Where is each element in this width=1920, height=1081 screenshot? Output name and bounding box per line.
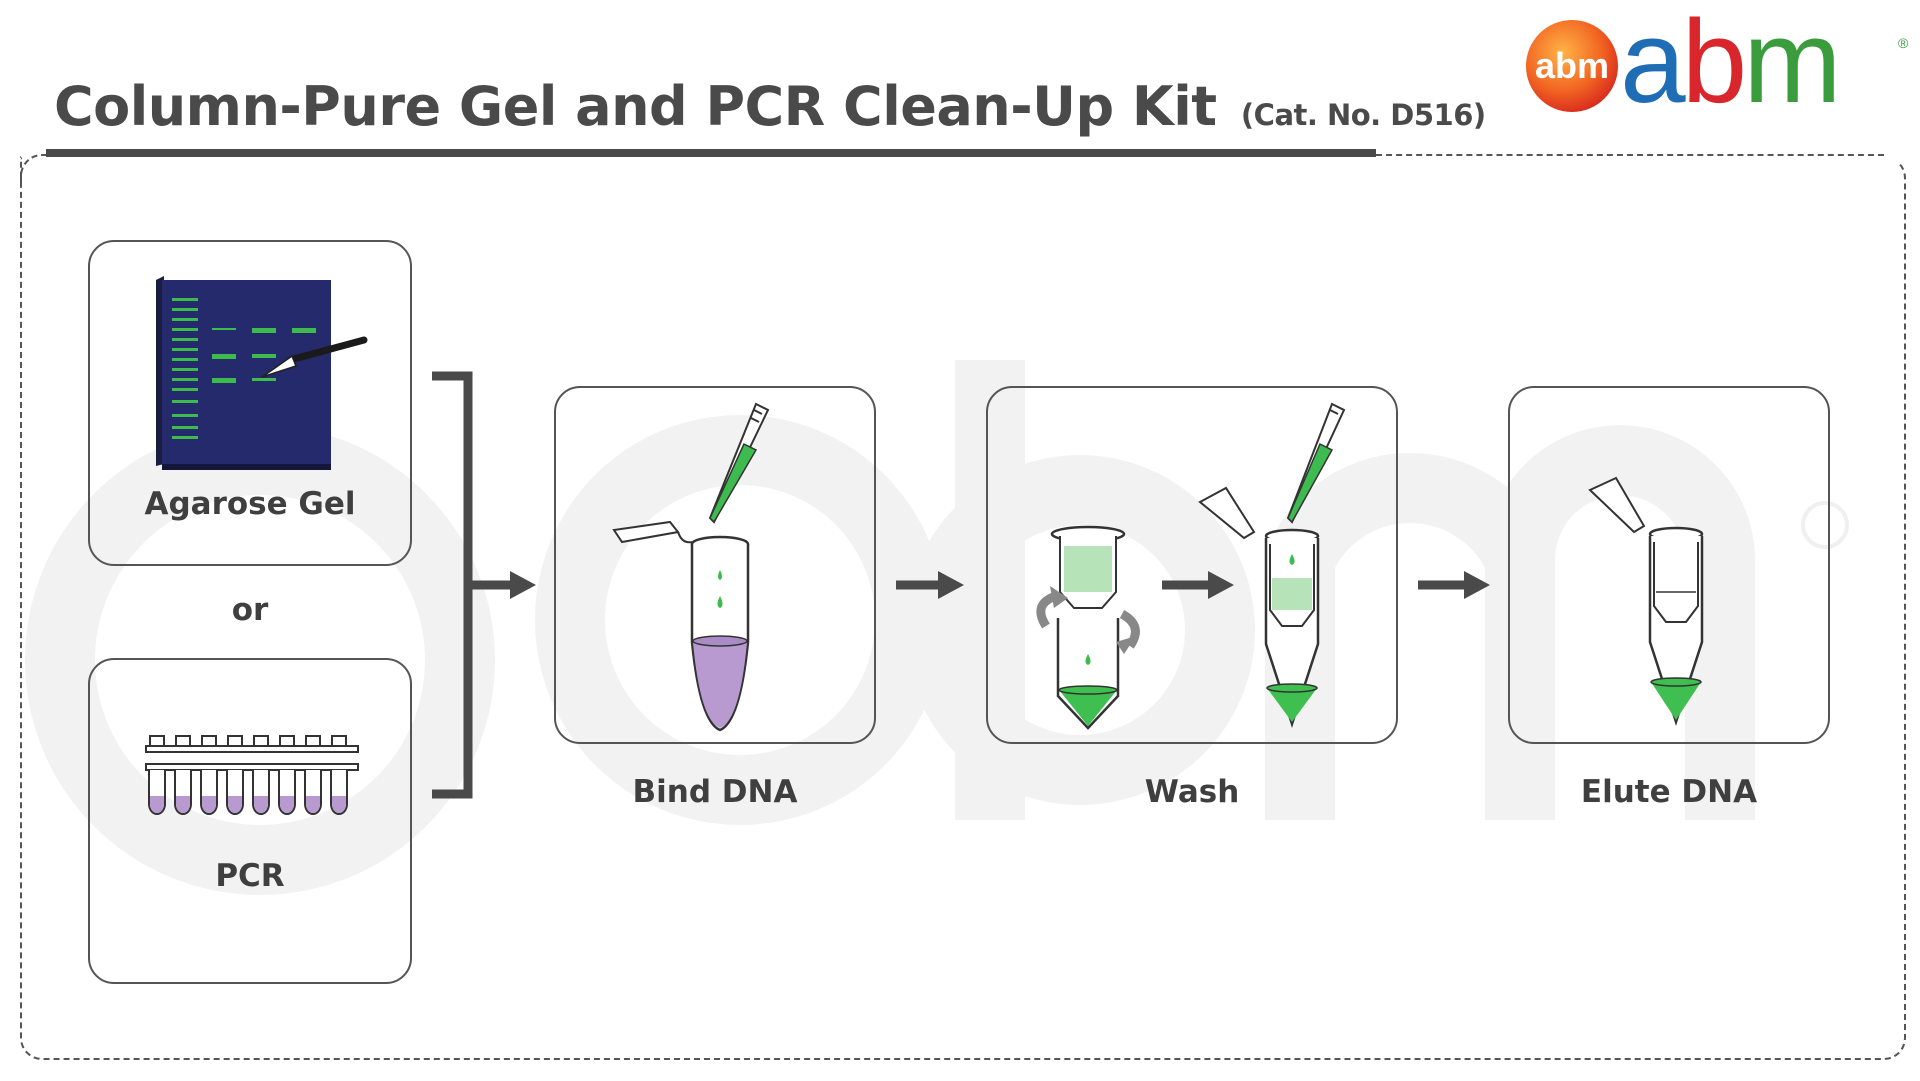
bind-dna-tube-icon bbox=[612, 402, 770, 732]
arrow-wash-to-elute bbox=[1418, 571, 1490, 599]
agarose-gel-icon bbox=[156, 276, 368, 470]
pcr-box bbox=[88, 658, 412, 984]
abm-badge-text: abm bbox=[1535, 45, 1609, 86]
pipette-tip-icon bbox=[708, 402, 770, 524]
scalpel-icon bbox=[261, 336, 368, 378]
elute-dna-label: Elute DNA bbox=[1580, 774, 1758, 810]
pcr-strip-icon bbox=[145, 735, 359, 815]
arrow-wash-internal bbox=[1162, 571, 1234, 599]
bind-dna-box bbox=[554, 386, 876, 744]
or-label: or bbox=[231, 592, 269, 628]
catalog-number: (Cat. No. D516) bbox=[1240, 98, 1486, 132]
agarose-gel-label: Agarose Gel bbox=[144, 486, 356, 522]
page-title: Column-Pure Gel and PCR Clean-Up Kit (Ca… bbox=[54, 72, 1486, 150]
abm-wordmark: abm bbox=[1620, 0, 1838, 128]
wash-box bbox=[986, 386, 1398, 744]
elute-dna-box bbox=[1508, 386, 1830, 744]
bind-dna-label: Bind DNA bbox=[632, 774, 798, 810]
elute-column-icon bbox=[1588, 476, 1704, 727]
pipette-tip-icon bbox=[1286, 402, 1346, 524]
agarose-gel-box bbox=[88, 240, 412, 566]
abm-logo: abm abm ® bbox=[1526, 0, 1909, 128]
frame-corner bbox=[20, 154, 46, 184]
workflow-frame bbox=[20, 156, 1906, 1060]
title-text: Column-Pure Gel and PCR Clean-Up Kit bbox=[54, 75, 1217, 138]
abm-badge-icon bbox=[1526, 20, 1618, 112]
wash-label: Wash bbox=[1144, 774, 1240, 810]
merge-bracket-arrow bbox=[432, 371, 536, 799]
registered-mark: ® bbox=[1898, 35, 1909, 51]
wash-buffer-column-icon bbox=[1198, 402, 1346, 729]
title-underline bbox=[46, 149, 1376, 157]
pcr-label: PCR bbox=[215, 858, 285, 894]
frame-top-edge bbox=[1376, 154, 1884, 156]
wash-spin-column-icon bbox=[1036, 525, 1140, 730]
arrow-bind-to-wash bbox=[896, 571, 964, 599]
